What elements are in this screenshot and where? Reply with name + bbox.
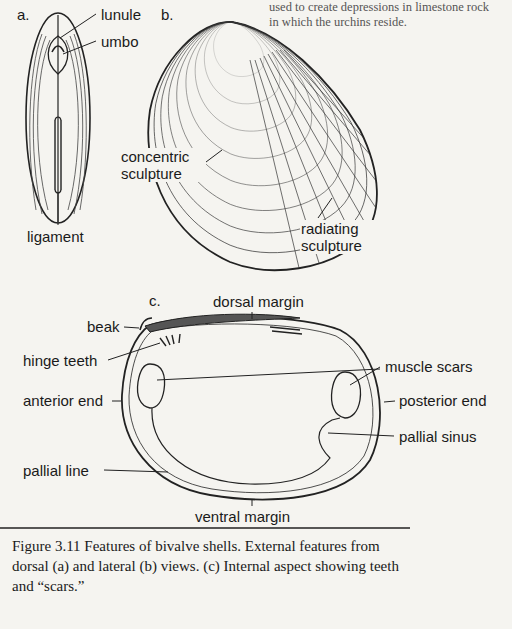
part-label: a. bbox=[16, 6, 31, 23]
part-label: pallial sinus bbox=[398, 428, 478, 445]
part-label: dorsal margin bbox=[212, 293, 305, 310]
part-label: ligament bbox=[26, 228, 85, 245]
part-label: posterior end bbox=[398, 392, 488, 409]
part-label: pallial line bbox=[22, 462, 90, 479]
part-label: radiating sculpture bbox=[300, 220, 386, 254]
part-label: muscle scars bbox=[384, 358, 474, 375]
part-label: ventral margin bbox=[194, 508, 291, 525]
part-label: concentric sculpture bbox=[120, 148, 206, 182]
dorsal-shell bbox=[26, 13, 90, 223]
caption-rule bbox=[0, 527, 410, 529]
figure-caption: Figure 3.11 Features of bivalve shells. … bbox=[12, 536, 407, 596]
part-label: b. bbox=[160, 6, 175, 23]
part-label: beak bbox=[86, 318, 121, 335]
part-label: anterior end bbox=[22, 392, 104, 409]
page-text: in which the urchins reside. bbox=[268, 15, 408, 30]
part-label: hinge teeth bbox=[22, 352, 98, 369]
leader-lines bbox=[58, 14, 395, 506]
part-label: umbo bbox=[100, 33, 140, 50]
part-label: c. bbox=[148, 292, 162, 309]
part-label: lunule bbox=[100, 6, 142, 23]
page-text: used to create depressions in limestone … bbox=[268, 0, 490, 15]
